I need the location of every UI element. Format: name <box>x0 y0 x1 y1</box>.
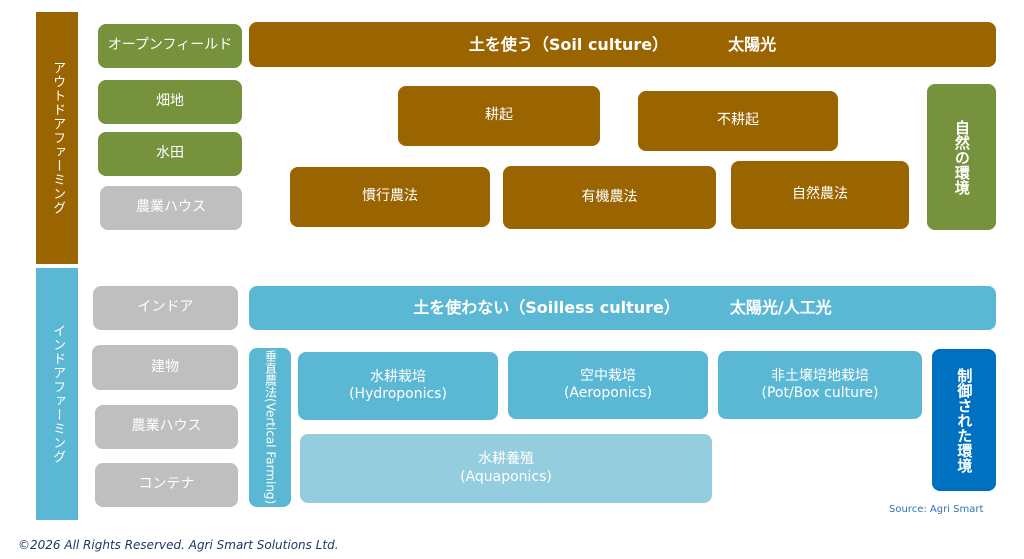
soilless-culture-title: 土を使わない（Soilless culture） <box>413 298 680 317</box>
source-note: Source: Agri Smart <box>889 504 984 515</box>
hydroponics-box: 水耕栽培 (Hydroponics) <box>298 352 498 420</box>
pot-box-culture-box: 非土壌培地栽培 (Pot/Box culture) <box>718 351 922 419</box>
soil-culture-title: 土を使う（Soil culture） <box>468 34 669 54</box>
type-paddy-field: 水田 <box>98 132 242 176</box>
aquaponics-jp: 水耕養殖 <box>478 451 534 467</box>
soil-culture-light: 太陽光 <box>728 34 777 54</box>
indoor-farming-label: インドアファーミング <box>36 268 78 520</box>
copyright-note: ©2026 All Rights Reserved. Agri Smart So… <box>18 538 339 552</box>
vertical-farming-en: (Vertical Farming) <box>263 398 278 505</box>
aeroponics-box: 空中栽培 (Aeroponics) <box>508 351 708 419</box>
hydroponics-jp: 水耕栽培 <box>370 368 426 385</box>
type-open-field: オープンフィールド <box>98 24 242 68</box>
soil-culture-header: 土を使う（Soil culture） 太陽光 <box>249 22 996 67</box>
controlled-environment-box: 制御された環境 <box>932 349 996 491</box>
no-tillage-box: 不耕起 <box>638 91 838 151</box>
soilless-culture-header: 土を使わない（Soilless culture） 太陽光/人工光 <box>249 286 996 330</box>
type-container: コンテナ <box>95 463 238 507</box>
conventional-farming-box: 慣行農法 <box>290 167 490 227</box>
pot-box-culture-en: (Pot/Box culture) <box>761 385 879 401</box>
type-greenhouse-outdoor: 農業ハウス <box>100 186 242 230</box>
type-indoor: インドア <box>93 286 238 330</box>
aquaponics-box: 水耕養殖 (Aquaponics) <box>300 434 712 503</box>
natural-environment-box: 自然の環境 <box>927 84 996 230</box>
type-building: 建物 <box>92 345 238 390</box>
tillage-box: 耕起 <box>398 86 600 146</box>
aquaponics-en: (Aquaponics) <box>460 468 552 485</box>
vertical-farming-box: 垂直農法 (Vertical Farming) <box>249 348 291 507</box>
type-upland-field: 畑地 <box>98 80 242 124</box>
aeroponics-en: (Aeroponics) <box>563 385 653 401</box>
pot-box-culture-jp: 非土壌培地栽培 <box>771 367 869 384</box>
organic-farming-box: 有機農法 <box>503 166 716 229</box>
type-greenhouse-indoor: 農業ハウス <box>95 405 238 449</box>
vertical-farming-jp: 垂直農法 <box>263 350 278 399</box>
natural-farming-box: 自然農法 <box>731 161 909 229</box>
aeroponics-jp: 空中栽培 <box>580 367 636 384</box>
hydroponics-en: (Hydroponics) <box>349 386 447 402</box>
soilless-culture-light: 太陽光/人工光 <box>729 298 832 317</box>
outdoor-farming-label: アウトドアファーミング <box>36 12 78 264</box>
